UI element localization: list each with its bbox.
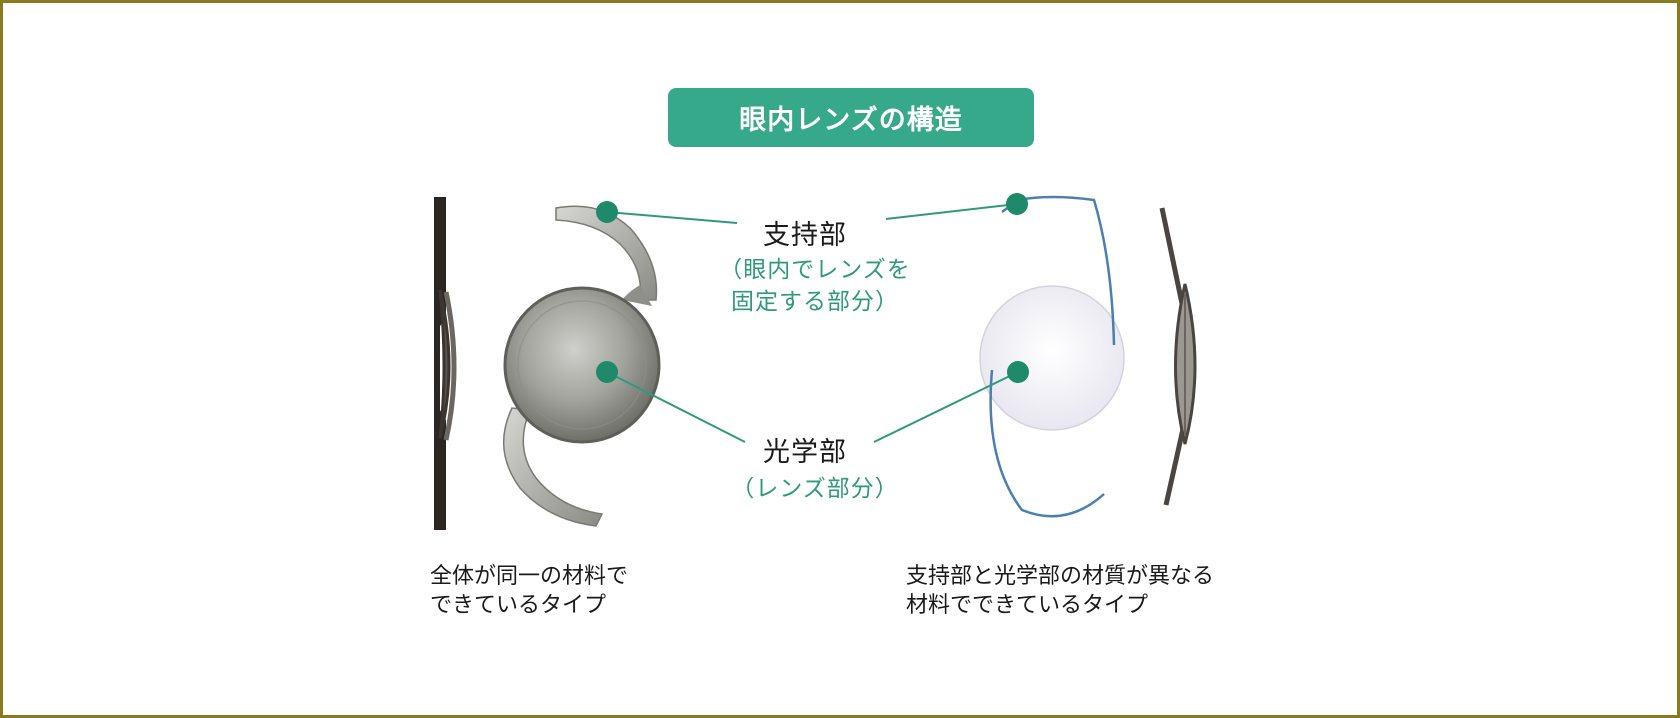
haptic-marker-right: [1006, 193, 1028, 215]
left-lens-side-profile: [434, 197, 457, 530]
haptic-description-line2: 固定する部分）: [731, 289, 899, 315]
right-lens-front: [979, 195, 1125, 518]
left-lens-caption: 全体が同一の材料で できているタイプ: [430, 562, 628, 620]
right-caption-line2: 材料でできているタイプ: [906, 593, 1149, 618]
right-caption-line1: 支持部と光学部の材質が異なる: [906, 564, 1215, 589]
haptic-marker-left: [596, 201, 618, 223]
optic-marker-right: [1007, 361, 1029, 383]
haptic-label: 支持部: [763, 220, 847, 251]
haptic-description-line1: （眼内でレンズを: [719, 257, 911, 283]
right-lens-side-profile: [1159, 207, 1197, 506]
left-caption-line2: できているタイプ: [430, 593, 607, 618]
optic-marker-left: [596, 361, 618, 383]
left-caption-line1: 全体が同一の材料で: [430, 564, 629, 589]
haptic-description: （眼内でレンズを 固定する部分）: [710, 254, 920, 318]
diagram-title: 眼内レンズの構造: [668, 88, 1034, 147]
optic-description: （レンズ部分）: [731, 476, 899, 502]
markers: [596, 193, 1029, 383]
optic-label: 光学部: [763, 437, 847, 468]
leader-lines: [606, 203, 1019, 443]
right-lens-caption: 支持部と光学部の材質が異なる 材料でできているタイプ: [906, 562, 1214, 620]
left-lens-front: [502, 205, 661, 527]
